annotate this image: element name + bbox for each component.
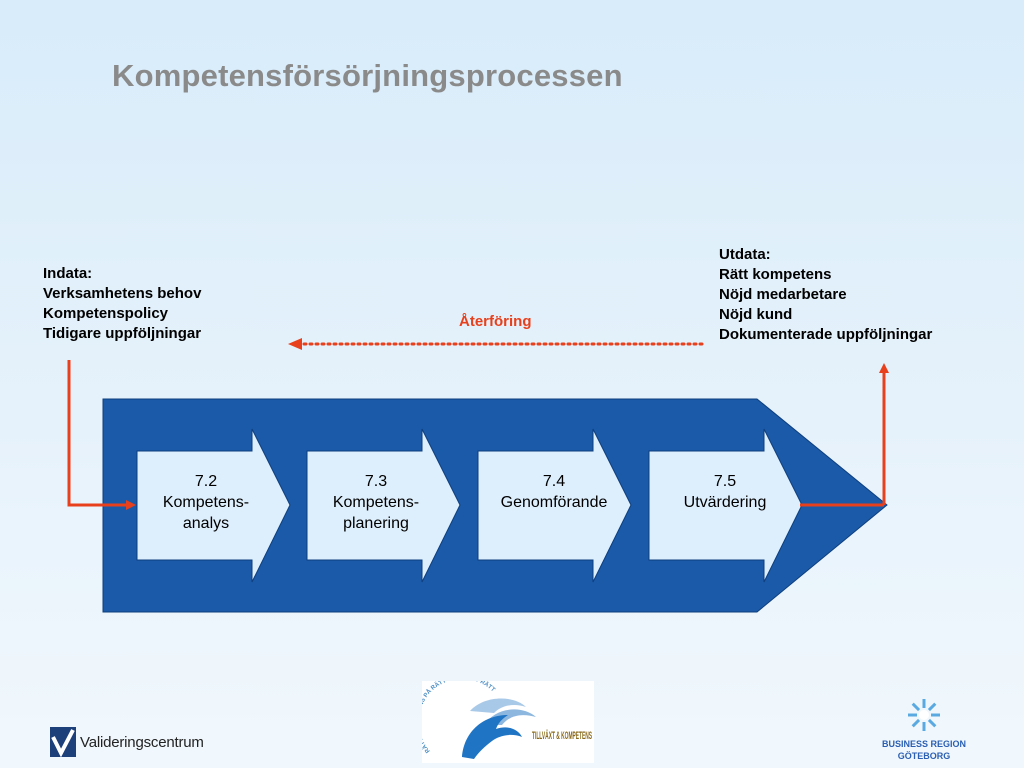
output-item: Nöjd medarbetare — [719, 286, 847, 303]
feedback-arrowhead — [288, 338, 302, 350]
step-number: 7.3 — [364, 473, 388, 490]
input-connector-arrow — [67, 360, 136, 510]
step-label-7-5: 7.5 Utvärdering — [660, 471, 790, 513]
logo-text-line1: BUSINESS REGION — [881, 739, 966, 749]
output-item: Nöjd kund — [719, 306, 793, 323]
input-item: Kompetenspolicy — [43, 305, 169, 322]
step-arrow — [136, 428, 291, 583]
page-title: Kompetensförsörjningsprocessen — [112, 58, 623, 93]
step-arrow — [648, 428, 803, 583]
dolphins-icon: RÄTT KOMPETENS PÅ RÄTT PLATS VID RÄTT TI… — [415, 675, 594, 763]
output-block: Utdata: Rätt kompetens Nöjd medarbetare … — [719, 245, 932, 345]
step-arrow — [477, 428, 632, 583]
output-heading: Utdata: — [719, 246, 771, 263]
input-item: Tidigare uppföljningar — [43, 325, 202, 342]
sunburst-icon — [908, 699, 940, 731]
check-mark-icon — [50, 727, 76, 757]
logo-text-line2: GÖTEBORG — [897, 751, 951, 761]
logo-text: Valideringscentrum — [80, 733, 204, 751]
input-heading: Indata: — [43, 265, 93, 282]
output-item: Rätt kompetens — [719, 266, 832, 283]
step-title-line: planering — [343, 515, 409, 532]
step-label-7-2: 7.2 Kompetens- analys — [141, 471, 271, 534]
step-title-line: analys — [182, 515, 230, 532]
step-number: 7.2 — [194, 473, 218, 490]
input-block: Indata: Verksamhetens behov Kompetenspol… — [43, 264, 201, 344]
input-item: Verksamhetens behov — [43, 285, 202, 302]
step-label-7-4: 7.4 Genomförande — [489, 471, 619, 513]
step-title-line: Kompetens- — [332, 494, 420, 511]
step-number: 7.5 — [713, 473, 737, 490]
feedback-label: Återföring — [459, 313, 532, 330]
business-region-goteborg-logo: BUSINESS REGION GÖTEBORG — [872, 697, 976, 762]
output-item: Dokumenterade uppföljningar — [719, 326, 933, 343]
step-title-line: Kompetens- — [162, 494, 250, 511]
logo-main-text: TILLVÄXT & KOMPETENS — [532, 729, 592, 742]
tillvaxt-kompetens-logo: RÄTT KOMPETENS PÅ RÄTT PLATS VID RÄTT TI… — [415, 675, 594, 768]
step-arrow — [306, 428, 461, 583]
step-title-line: Utvärdering — [683, 494, 767, 511]
valideringscentrum-logo: Valideringscentrum — [50, 725, 204, 759]
step-number: 7.4 — [542, 473, 566, 490]
step-title-line: Genomförande — [500, 494, 608, 511]
step-label-7-3: 7.3 Kompetens- planering — [311, 471, 441, 534]
